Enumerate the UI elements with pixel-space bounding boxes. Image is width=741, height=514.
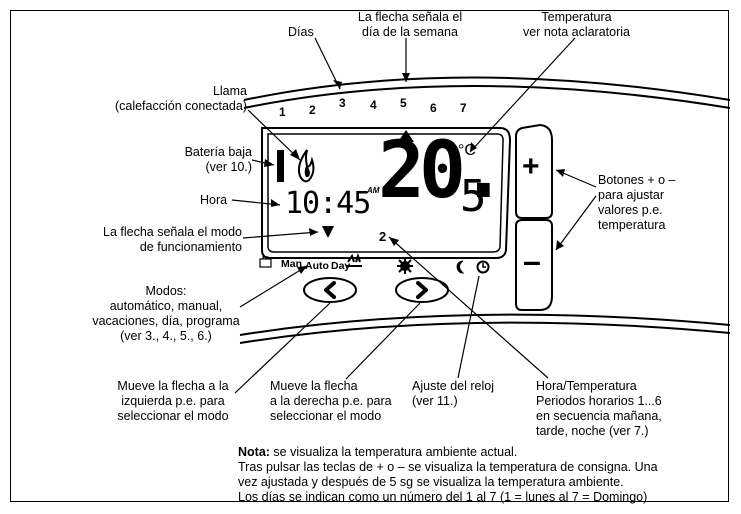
note-line-1: Nota: se visualiza la temperatura ambien… — [238, 445, 518, 459]
label-mueve-derecha: Mueve la flecha a la derecha p.e. para s… — [270, 379, 392, 423]
left-button[interactable] — [304, 278, 356, 302]
lcd-battery-digit: 1 — [274, 143, 275, 144]
label-dias: Días — [288, 25, 314, 39]
mode-man: Man — [281, 258, 302, 270]
mode-auto: Auto — [305, 260, 329, 272]
left-button-shape — [303, 277, 357, 303]
note-line-2: Tras pulsar las teclas de + o – se visua… — [238, 460, 658, 474]
note-line-4: Los días se indican como un número del 1… — [238, 490, 648, 504]
leader-ajuste — [457, 275, 480, 379]
label-hora-temperatura: Hora/Temperatura Periodos horarios 1...6… — [536, 379, 662, 438]
plus-button-shape — [515, 123, 553, 219]
mode-arrow-down-icon — [322, 226, 334, 238]
suitcase-icon — [259, 258, 272, 268]
day-4: 4 — [370, 98, 377, 112]
minus-button-shape — [515, 219, 553, 311]
leader-mueve-izq — [234, 302, 331, 394]
minus-button[interactable]: – — [523, 243, 541, 279]
battery-low-icon — [277, 150, 284, 182]
label-hora: Hora — [200, 193, 228, 207]
lcd-am: AM — [367, 186, 380, 195]
day-3: 3 — [339, 96, 346, 110]
chevron-right-icon — [416, 281, 428, 299]
lcd-unit: °C — [458, 142, 476, 159]
day-5: 5 — [400, 96, 407, 110]
lcd-time: 10:45 — [285, 186, 371, 221]
leader-mueve-der — [345, 302, 421, 380]
plus-button[interactable]: + — [522, 150, 540, 183]
label-mueve-izquierda: Mueve la flecha a la izquierda p.e. para… — [117, 379, 229, 423]
day-7: 7 — [460, 101, 467, 115]
label-flecha-modo: La flecha señala el modo de funcionamien… — [103, 225, 242, 254]
day-2: 2 — [309, 103, 316, 117]
housing-bottom-curve-outer — [239, 313, 731, 336]
leader-temperatura — [469, 37, 576, 153]
housing-top-curve-outer — [243, 76, 731, 101]
leader-hora-temp — [388, 236, 549, 379]
mode-day: Day — [331, 260, 351, 272]
label-llama: Llama (calefacción conectada) — [114, 84, 247, 113]
lcd-temperature-main: 20. — [378, 126, 507, 216]
leader-llama — [247, 109, 301, 161]
lcd-period-number: 2 — [379, 229, 387, 244]
day-arrow-up-icon — [398, 130, 414, 142]
leader-minus — [555, 195, 597, 251]
label-modos: Modos: automático, manual, vacaciones, d… — [92, 284, 240, 343]
label-ajuste-reloj: Ajuste del reloj (ver 11.) — [412, 379, 494, 408]
housing-bottom-curve-inner — [239, 321, 731, 344]
program-sun-icon — [346, 252, 362, 267]
chevron-left-icon — [324, 281, 336, 299]
leader-dias — [314, 37, 341, 90]
lcd-display-outer — [261, 127, 512, 259]
lcd-display-inner — [267, 133, 504, 253]
diagram-frame — [10, 10, 729, 502]
day-6: 6 — [430, 101, 437, 115]
moon-icon — [456, 260, 465, 274]
lcd-temperature-decimal: 5 — [460, 171, 487, 222]
leader-flecha-modo — [242, 231, 319, 239]
note-block: Nota: se visualiza la temperatura ambien… — [238, 445, 658, 505]
label-flecha-dia: La flecha señala el día de la semana — [357, 10, 463, 39]
day-1: 1 — [279, 105, 286, 119]
right-button[interactable] — [396, 278, 448, 302]
leader-modos — [239, 265, 308, 308]
note-line-3: vez ajustada y después de 5 sg se visual… — [238, 475, 624, 489]
housing-top-curve-inner — [243, 85, 731, 109]
label-bateria: Batería baja (ver 10.) — [184, 145, 252, 174]
label-botones: Botones + o – para ajustar valores p.e. … — [598, 173, 676, 232]
clock-icon — [476, 260, 490, 274]
label-temperatura: Temperatura ver nota aclaratoria — [522, 10, 630, 39]
